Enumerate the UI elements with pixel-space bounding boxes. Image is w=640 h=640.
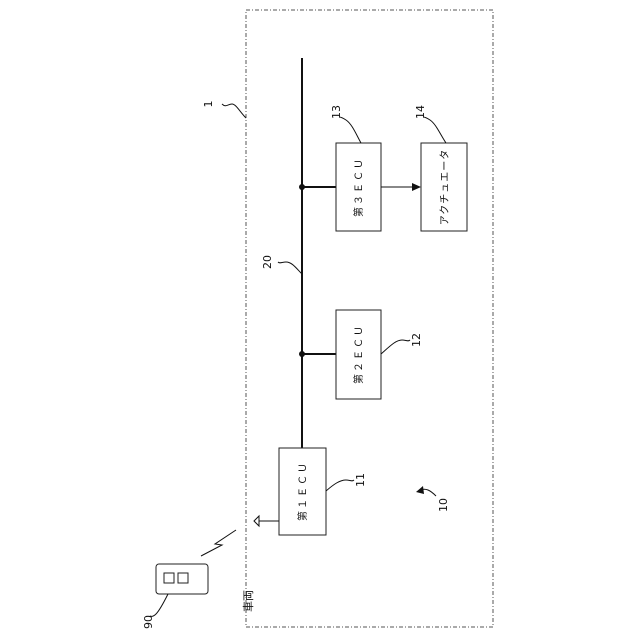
- ecu-2-ref: 12: [410, 333, 423, 347]
- arrowhead-icon: [412, 183, 421, 191]
- ecu-2-label: 第２ＥＣＵ: [352, 324, 365, 384]
- ecu-1-ref: 11: [354, 473, 367, 487]
- ecu-1-label: 第１ＥＣＵ: [296, 461, 309, 521]
- remote-ref-leader: [150, 594, 168, 616]
- antenna-icon: [254, 516, 279, 526]
- actuator-ref-leader: [423, 117, 446, 143]
- actuator-ref: 14: [414, 105, 427, 119]
- bus-ref: 20: [261, 255, 274, 269]
- system-ref-arrowhead-icon: [416, 486, 424, 494]
- ecu-2-ref-leader: [381, 340, 410, 354]
- wireless-signal-icon: [201, 530, 236, 556]
- ecu-3-label: 第３ＥＣＵ: [352, 157, 365, 217]
- vehicle-ref: 1: [202, 101, 215, 108]
- ecu-1-ref-leader: [326, 480, 354, 491]
- vehicle-label: 車両: [241, 590, 255, 612]
- bus-ref-leader: [278, 262, 302, 274]
- actuator-label: アクチュエータ: [439, 149, 451, 226]
- ecu-3-ref: 13: [330, 105, 343, 119]
- vehicle-ref-leader: [222, 104, 246, 118]
- remote-button-1: [164, 573, 174, 583]
- system-ref: 10: [437, 498, 450, 512]
- remote-button-2: [178, 573, 188, 583]
- ecu-3-ref-leader: [339, 117, 361, 143]
- remote-ref: 90: [142, 615, 155, 629]
